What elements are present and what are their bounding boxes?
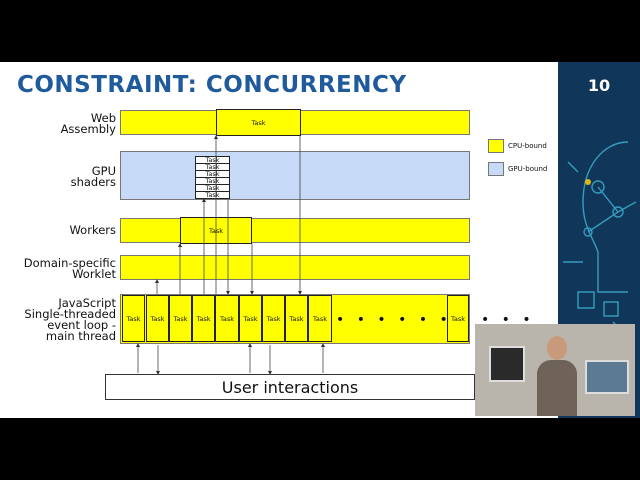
presenter	[535, 334, 579, 416]
lane-label-worklet: Domain-specific Worklet	[23, 256, 116, 281]
wall-picture	[489, 346, 525, 382]
legend-swatch-gpu	[488, 162, 504, 176]
slide-title: Constraint: Concurrency	[17, 72, 407, 98]
lane-worklet	[120, 255, 470, 280]
task-main: Task	[262, 295, 285, 342]
lane-workers	[120, 218, 470, 243]
lane-label-wasm: Web Assembly	[60, 111, 116, 136]
task-main: Task	[169, 295, 192, 342]
lane-label-main-thread: JavaScript Single-threaded event loop - …	[24, 296, 116, 343]
task-main: Task	[308, 295, 332, 342]
page-number: 10	[587, 76, 611, 95]
lane-label-workers: Workers	[69, 223, 116, 237]
user-interactions-box: User interactions	[105, 374, 475, 400]
task-main: Task	[192, 295, 215, 342]
task-main: Task	[215, 295, 239, 342]
task-main: Task	[285, 295, 308, 342]
wall-picture	[585, 360, 629, 394]
task-main: Task	[239, 295, 262, 342]
lane-label-gpu: GPU shaders	[70, 164, 116, 189]
task-main: Task	[122, 295, 145, 342]
task-gpu: Task	[195, 191, 230, 199]
legend-label-cpu: CPU-bound	[508, 142, 547, 150]
task-wasm: Task	[216, 109, 301, 136]
legend-swatch-cpu	[488, 139, 504, 153]
webcam-overlay	[475, 324, 635, 416]
legend-label-gpu: GPU-bound	[508, 165, 548, 173]
task-main: Task	[146, 295, 169, 342]
task-main: Task	[447, 295, 469, 342]
lane-gpu	[120, 151, 470, 200]
